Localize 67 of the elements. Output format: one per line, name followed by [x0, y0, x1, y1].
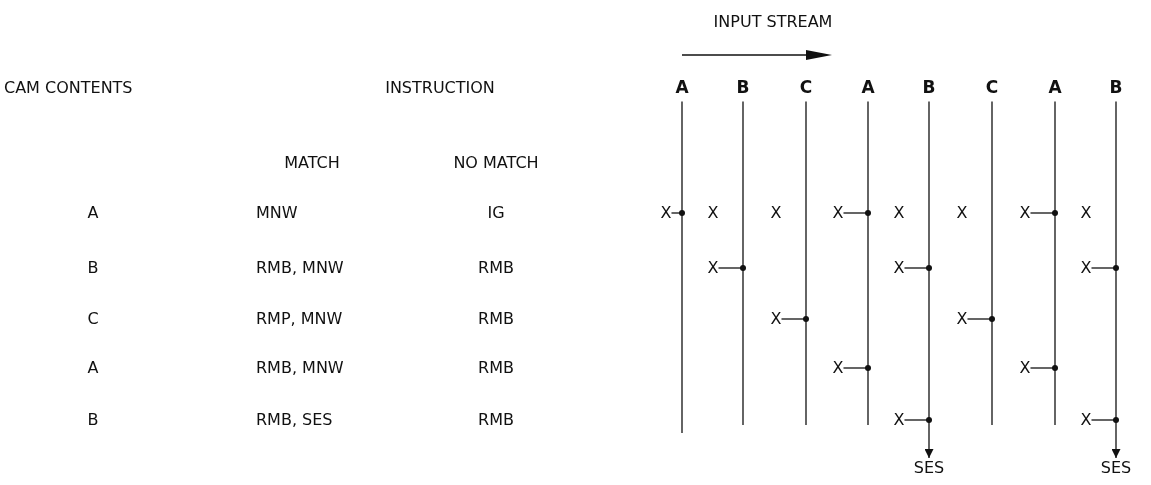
table-text: RMB — [478, 360, 514, 376]
signal-line — [1054, 100, 1056, 426]
column-label: C — [983, 74, 1001, 102]
connector-line — [1090, 265, 1119, 271]
x-mark: X — [707, 260, 719, 276]
table-text: RMB, MNW — [256, 360, 344, 376]
signal-line — [742, 100, 744, 426]
x-mark: X — [893, 205, 905, 221]
connector-line — [1029, 365, 1058, 371]
x-mark: X — [893, 260, 905, 276]
table-text: RMP, MNW — [256, 311, 343, 327]
column-label: B — [920, 74, 938, 102]
x-mark: X — [1080, 260, 1092, 276]
connector-line — [1090, 417, 1119, 423]
x-mark: X — [660, 205, 672, 221]
signal-line — [867, 100, 869, 426]
column-label: C — [797, 74, 815, 102]
signal-line — [991, 100, 993, 426]
connector-line — [966, 316, 995, 322]
column-label: A — [673, 74, 691, 102]
table-text: B — [87, 260, 99, 276]
column-heading: CAM CONTENTS — [4, 80, 133, 96]
table-text: RMB — [478, 412, 514, 428]
table-text: RMB — [478, 260, 514, 276]
x-mark: X — [956, 205, 968, 221]
x-mark: X — [1080, 205, 1092, 221]
x-mark: X — [1019, 360, 1031, 376]
connector-line — [842, 365, 871, 371]
connector-line — [842, 210, 871, 216]
table-text: RMB, SES — [256, 412, 333, 428]
column-label: A — [1046, 74, 1064, 102]
output-label: SES — [913, 460, 945, 476]
heading: INPUT STREAM — [713, 14, 833, 30]
connector-line — [717, 265, 746, 271]
column-label: A — [859, 74, 877, 102]
connector-line — [780, 316, 809, 322]
x-mark: X — [832, 360, 844, 376]
table-text: C — [87, 311, 99, 327]
table-text: A — [87, 205, 99, 221]
connector-line — [670, 210, 685, 216]
x-mark: X — [770, 311, 782, 327]
table-text: B — [87, 412, 99, 428]
signal-line — [924, 100, 934, 459]
table-text: RMB, MNW — [256, 260, 344, 276]
connector-line — [903, 265, 932, 271]
connector-line — [1029, 210, 1058, 216]
column-heading: MATCH — [284, 155, 340, 171]
x-mark: X — [832, 205, 844, 221]
x-mark: X — [893, 412, 905, 428]
signal-line — [1111, 100, 1121, 459]
x-mark: X — [770, 205, 782, 221]
x-mark: X — [956, 311, 968, 327]
table-text: IG — [487, 205, 505, 221]
x-mark: X — [1019, 205, 1031, 221]
table-text: A — [87, 360, 99, 376]
signal-line — [805, 100, 807, 426]
signal-line — [681, 100, 683, 434]
column-label: B — [1107, 74, 1125, 102]
connector-line — [903, 417, 932, 423]
column-label: B — [734, 74, 752, 102]
column-heading: INSTRUCTION — [385, 80, 495, 96]
column-heading: NO MATCH — [453, 155, 539, 171]
table-text: RMB — [478, 311, 514, 327]
output-label: SES — [1100, 460, 1132, 476]
x-mark: X — [707, 205, 719, 221]
table-text: MNW — [256, 205, 298, 221]
x-mark: X — [1080, 412, 1092, 428]
